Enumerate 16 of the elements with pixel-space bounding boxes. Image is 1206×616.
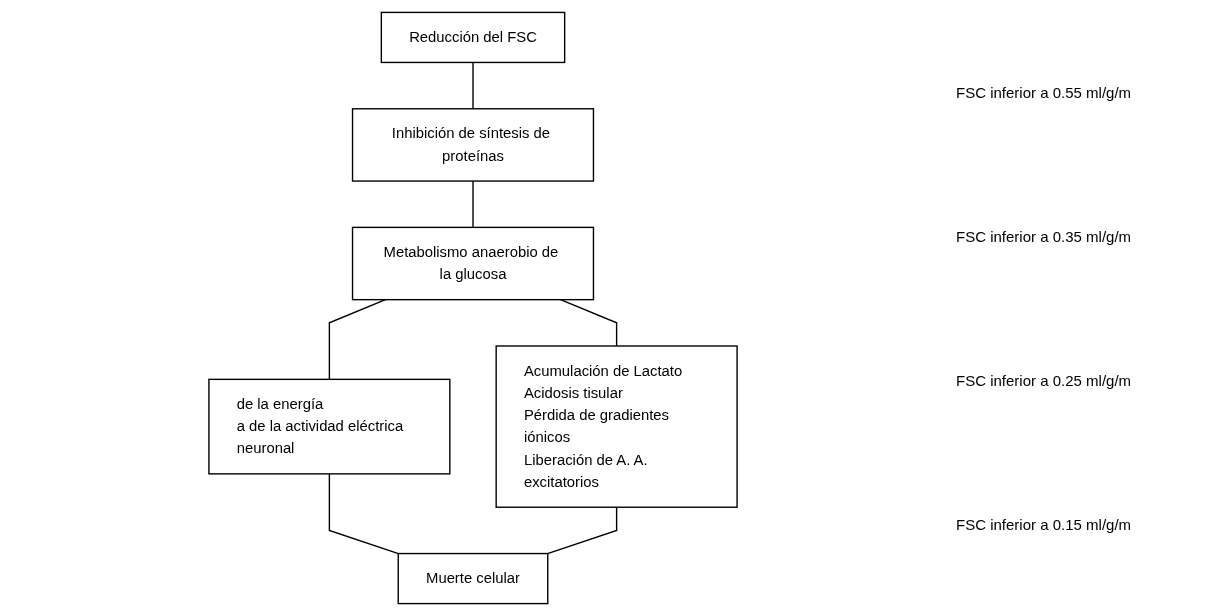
node-box: de la energía a de la actividad eléctrica neuronal (208, 378, 451, 475)
threshold-note: FSC inferior a 0.35 ml/g/m (956, 227, 1133, 245)
threshold-note: FSC inferior a 0.15 ml/g/m (956, 515, 1133, 533)
threshold-note: FSC inferior a 0.25 ml/g/m (956, 371, 1133, 389)
threshold-note: FSC inferior a 0.55 ml/g/m (956, 83, 1133, 101)
connector (472, 61, 474, 110)
connector (472, 180, 474, 229)
node-box: Metabolismo anaerobio de la glucosa (351, 226, 595, 301)
node-box: Muerte celular (397, 552, 549, 605)
connector (546, 506, 618, 555)
connector (328, 473, 400, 555)
node-box: Acumulación de Lactato Acidosis tisular Pérdida de gradientes iónicos Liberación de A. A. excitatorios (495, 345, 738, 508)
node-box: Reducción del FSC (380, 11, 566, 64)
connector (328, 298, 387, 381)
node-box: Inhibición de síntesis de proteínas (351, 108, 595, 182)
connector (559, 298, 618, 347)
